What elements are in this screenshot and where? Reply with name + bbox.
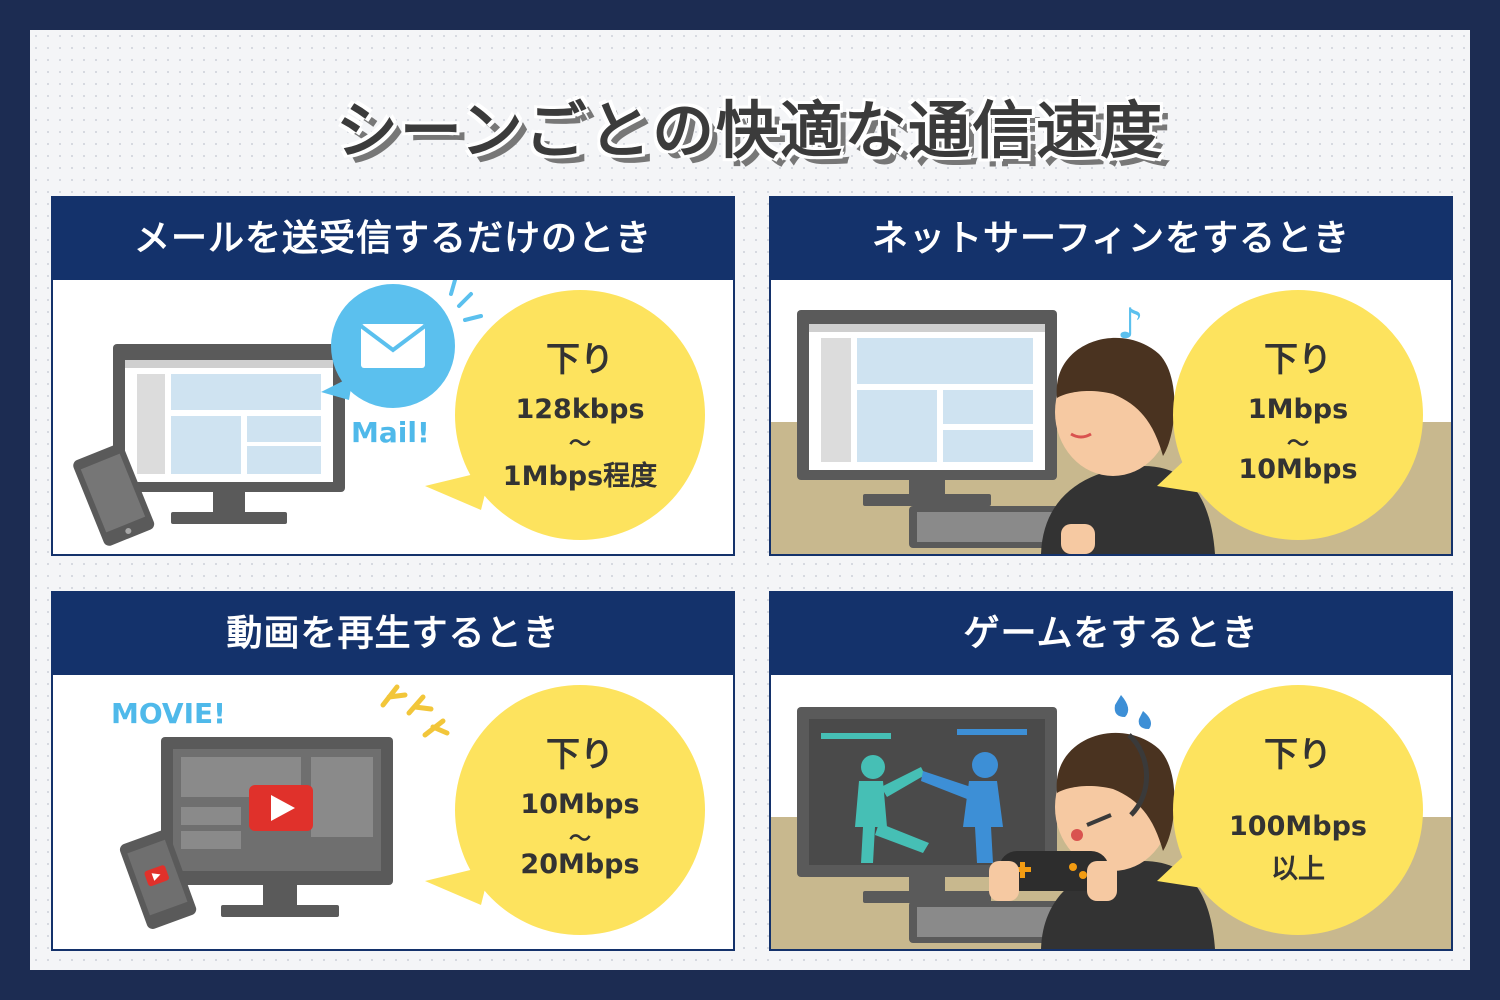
speed-bubble [455, 290, 705, 540]
panel-heading: 動画を再生するとき [53, 593, 733, 675]
video-illustration [119, 684, 491, 929]
panel-body: 下り 100Mbps 以上 [771, 675, 1451, 949]
mail-tag: Mail! [351, 416, 430, 449]
speed-to: 10Mbps [1238, 454, 1358, 485]
page-title: シーンごとの快適な通信速度 [335, 94, 1165, 167]
panel-heading: ネットサーフィンをするとき [771, 198, 1451, 280]
speed-to: 1Mbps程度 [502, 461, 658, 492]
monitor-icon [797, 707, 1057, 903]
headset-icon [1127, 733, 1149, 817]
speed-label: 下り [546, 735, 614, 775]
panel-body: Mail! 下り 128kbps ～ 1Mbps程度 [53, 280, 733, 554]
panel-heading: メールを送受信するだけのとき [53, 198, 733, 280]
speed-separator: ～ [568, 432, 591, 457]
speed-bubble [1173, 685, 1423, 935]
speed-label: 下り [1264, 735, 1332, 775]
mail-envelope-icon [321, 280, 483, 408]
speed-from: 100Mbps [1229, 811, 1367, 842]
music-note-icon: ♪ [1117, 299, 1144, 348]
panel-gaming: ゲームをするとき [769, 591, 1453, 951]
monitor-icon [161, 737, 393, 917]
panel-mail: メールを送受信するだけのとき [51, 196, 735, 556]
speed-separator: ～ [1286, 432, 1309, 457]
speed-to: 以上 [1271, 854, 1325, 885]
speed-from: 1Mbps [1247, 394, 1349, 425]
panel-heading: ゲームをするとき [771, 593, 1451, 675]
speed-bubble [1173, 290, 1423, 540]
speed-label: 下り [1264, 340, 1332, 380]
speed-label: 下り [546, 340, 614, 380]
speed-from: 128kbps [515, 394, 645, 425]
panel-body: ♪ 下り 1Mbps ～ 10Mbps [771, 280, 1451, 554]
movie-tag: MOVIE! [111, 697, 226, 730]
sweat-drops-icon [1114, 695, 1151, 729]
speed-bubble [455, 685, 705, 935]
panel-web-browsing: ネットサーフィンをするとき [769, 196, 1453, 556]
monitor-icon [113, 344, 345, 524]
smartphone-icon [119, 829, 197, 929]
monitor-icon [797, 310, 1057, 506]
smartphone-icon [73, 443, 155, 546]
mail-illustration [73, 280, 491, 546]
speed-to: 20Mbps [520, 849, 640, 880]
speed-from: 10Mbps [520, 789, 640, 820]
panel-video: 動画を再生するとき MOVIE [51, 591, 735, 951]
speed-separator: ～ [568, 827, 591, 852]
panel-body: MOVIE! 下り 10Mbps ～ 20Mbps [53, 675, 733, 949]
game-controller-icon [999, 851, 1109, 891]
